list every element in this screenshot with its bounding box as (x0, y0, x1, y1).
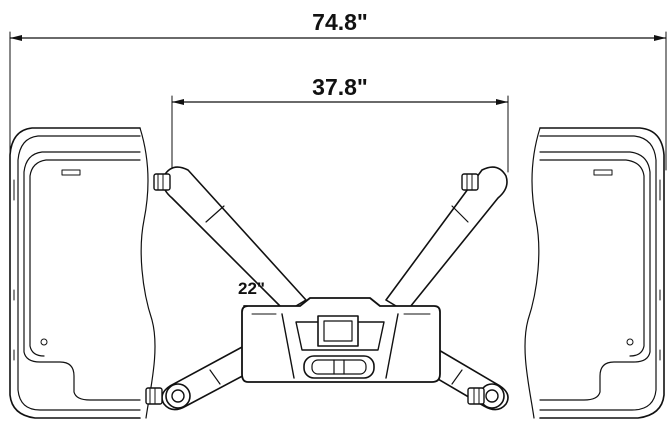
lift-center-body (241, 297, 441, 383)
overall-width-label: 74.8" (312, 9, 368, 35)
arm-spread-label: 37.8" (312, 74, 368, 100)
upper-right-arm (385, 166, 508, 313)
arm-spread-dimension: 37.8" (171, 74, 509, 173)
lower-right-arm (425, 345, 509, 411)
arm-height-label: 22" (238, 279, 265, 298)
upper-left-arm (153, 166, 307, 313)
left-wheel-outline (9, 127, 156, 419)
overall-width-dimension: 74.8" (9, 9, 667, 171)
lower-left-arm (145, 345, 251, 411)
right-wheel-outline (524, 127, 665, 419)
